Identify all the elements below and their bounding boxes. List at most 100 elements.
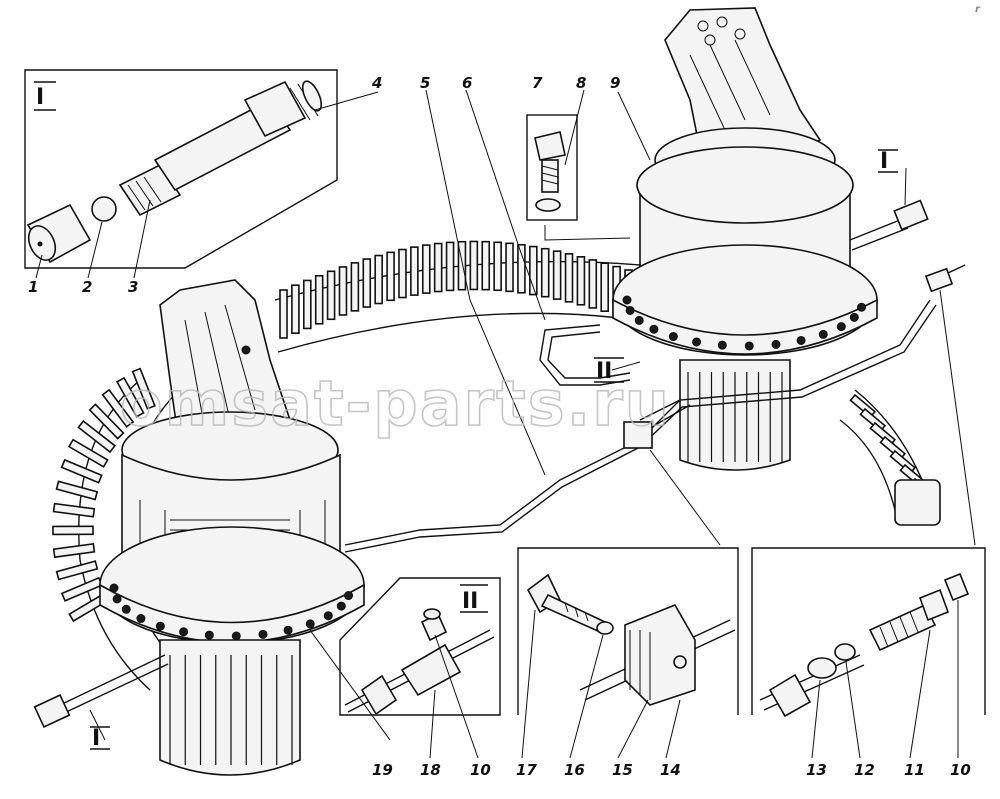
ring-gear-tooth (564, 253, 574, 303)
ring-gear-tooth (67, 438, 109, 468)
ring-gear-tooth (481, 240, 491, 291)
ring-gear-tooth (362, 258, 372, 308)
bottom-leader-lines (35, 91, 959, 759)
flange-bolt (179, 627, 189, 637)
ring-gear (52, 240, 941, 691)
callout-numbers: 1 2 3 4 5 6 7 8 9 19 18 10 17 16 15 14 1… (28, 74, 971, 779)
ring-gear-tooth (600, 262, 610, 313)
flange-bolt (136, 614, 146, 624)
callout-6: 6 (462, 74, 472, 92)
ring-gear-tooth (374, 254, 383, 305)
callout-7: 7 (532, 74, 543, 92)
pinion-gear-left (169, 655, 293, 765)
ring-gear-tooth (338, 266, 348, 316)
ring-gear-tooth (314, 274, 324, 325)
flange-bolt (836, 322, 846, 332)
ring-gear-tooth (77, 419, 117, 454)
flange-bolt (283, 625, 293, 635)
ring-gear-tooth (52, 502, 96, 518)
section-markers: I I II (90, 149, 898, 751)
ring-gear-tooth (350, 262, 360, 312)
flange-bolt (231, 631, 241, 641)
callout-4: 4 (371, 74, 382, 92)
inset-bolt-washer (526, 114, 578, 221)
lubrication-lines (344, 264, 966, 553)
flange-bolt (717, 340, 727, 350)
ring-gear-tooth (386, 251, 395, 302)
ring-gear-tooth (101, 388, 135, 428)
callout-17: 17 (516, 761, 537, 779)
flange-bolt (155, 621, 165, 631)
callout-5: 5 (420, 74, 430, 92)
flange-bolt (818, 329, 828, 339)
callout-14: 14 (660, 761, 681, 779)
flange-bolt (112, 594, 122, 604)
callout-10-right: 10 (950, 761, 971, 779)
ring-gear-tooth (529, 245, 538, 296)
flange-bolt (857, 302, 867, 312)
flange-bolt (796, 335, 806, 345)
ring-gear-tooth (60, 458, 103, 484)
flange-bolts-left (109, 583, 354, 641)
line-clamp-block (623, 421, 653, 449)
ring-gear-tooth (421, 244, 431, 294)
callout-18: 18 (420, 761, 441, 779)
inset-view-I: I (24, 69, 338, 269)
callout-8: 8 (576, 74, 586, 92)
flange-bolt (649, 324, 659, 334)
callout-2: 2 (82, 278, 92, 296)
ring-gear-tooth (398, 248, 407, 299)
flange-bolt (692, 337, 702, 347)
watermark: omsat-parts.ru (120, 367, 671, 440)
inset-view-I-label: I (36, 85, 44, 110)
leader-lines (89, 89, 976, 741)
section-marker-I-left: I (92, 726, 100, 751)
ring-gear-tooth (60, 576, 103, 602)
callout-11: 11 (904, 761, 925, 779)
inset-view-II-label: II (462, 589, 478, 614)
inset-clamp (517, 547, 739, 715)
flange-bolt (344, 591, 354, 601)
callout-10-left: 10 (470, 761, 491, 779)
callout-1: 1 (28, 278, 38, 296)
flange-bolt (744, 341, 754, 351)
ring-gear-tooth (326, 270, 336, 321)
flange-bolt (622, 295, 632, 305)
ring-gear-tooth (493, 241, 502, 292)
ring-gear-tooth (131, 367, 156, 410)
grease-nipple-line-end (924, 267, 954, 293)
inset-view-II: II (339, 577, 501, 716)
flange-bolt (668, 332, 678, 342)
flange-bolt (121, 604, 131, 614)
flange-bolt (336, 601, 346, 611)
flange-bolt (204, 630, 214, 640)
callout-16: 16 (564, 761, 585, 779)
flange-bolt (305, 619, 315, 629)
callout-13: 13 (806, 761, 827, 779)
ring-gear-tooth (55, 480, 99, 501)
ring-gear-tooth (457, 240, 467, 291)
flange-bolt (323, 611, 333, 621)
ring-gear-tooth (52, 525, 94, 536)
section-marker-I-right: I (880, 149, 888, 174)
ring-gear-end-block (894, 479, 941, 526)
flange-bolt (849, 312, 859, 322)
callout-15: 15 (612, 761, 633, 779)
left-swing-drive (33, 279, 365, 776)
ring-gear-teeth-left (52, 367, 156, 623)
ring-gear-tooth (88, 403, 125, 440)
callout-9: 9 (610, 74, 620, 92)
inset-nipple-assembly (751, 547, 986, 718)
ring-gear-tooth (410, 246, 419, 296)
ring-gear-teeth-top (279, 240, 633, 339)
ring-gear-tooth (52, 542, 96, 559)
ring-gear-tooth (445, 241, 455, 292)
ring-gear-tooth (469, 240, 479, 291)
flange-bolt (634, 315, 644, 325)
flange-bolt (109, 583, 119, 593)
ring-gear-tooth (291, 284, 300, 335)
flange-bolt (625, 305, 635, 315)
flange-bolt (771, 339, 781, 349)
ring-gear-tooth (302, 279, 312, 330)
